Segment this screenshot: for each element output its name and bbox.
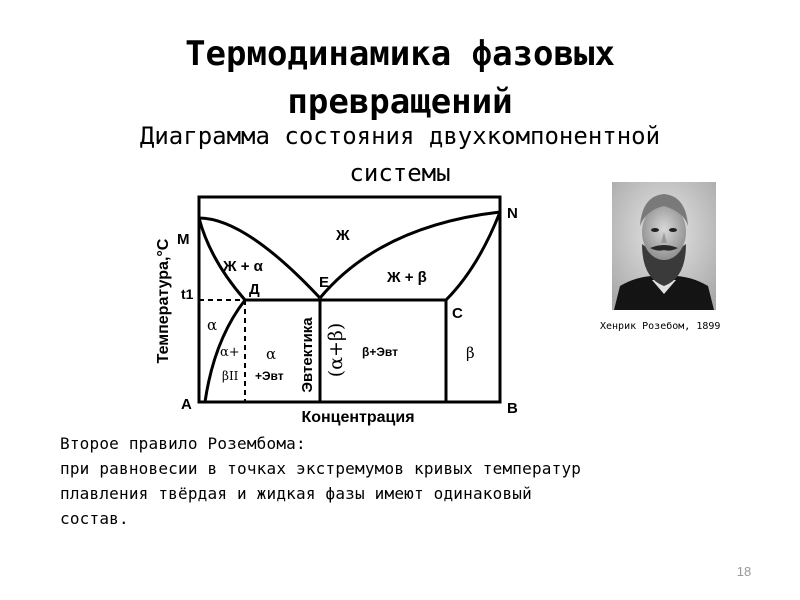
solidus-curve-right	[444, 211, 502, 302]
point-n-label: N	[507, 205, 518, 222]
region-beta-evt: β+Эвт	[362, 345, 398, 359]
point-e-label: E	[319, 274, 329, 291]
solvus-curve	[203, 299, 247, 403]
phase-diagram: Температура,°С Концентрация Эвтектика (α…	[155, 195, 518, 426]
slide-title-line-1: Термодинамика фазовых	[185, 34, 615, 74]
t1-label: t1	[181, 286, 194, 302]
eutectic-label: Эвтектика	[299, 317, 316, 393]
slide-subtitle-line-2: системы	[349, 159, 451, 187]
rule-text-line-3: состав.	[60, 509, 129, 528]
solidus-curve-left	[197, 217, 247, 301]
point-b-label: B	[507, 400, 518, 417]
alpha-beta-label: (α+β)	[325, 323, 347, 378]
portrait-caption: Хенрик Розебом, 1899	[600, 321, 721, 332]
region-beta: β	[466, 344, 475, 362]
slide-number: 18	[736, 564, 752, 579]
region-beta-ii: βII	[222, 369, 239, 383]
liquidus-curve-left	[198, 216, 322, 300]
region-alpha-plus: α+	[220, 345, 240, 360]
region-alpha-evt: +Эвт	[255, 369, 284, 383]
point-m-label: M	[177, 231, 190, 248]
slide-subtitle-line-1: Диаграмма состояния двухкомпонентной	[139, 122, 661, 150]
region-alpha: α	[207, 316, 217, 334]
portrait-image	[612, 182, 716, 310]
region-liquid: Ж	[335, 227, 350, 244]
point-a-label: A	[181, 396, 192, 413]
x-axis-label: Концентрация	[301, 409, 414, 426]
point-c-label: C	[452, 305, 463, 322]
slide-title-line-2: превращений	[287, 82, 513, 122]
region-liquid-beta: Ж + β	[386, 269, 427, 286]
region-liquid-alpha: Ж + α	[222, 258, 264, 275]
rule-text-line-1: при равновесии в точках экстремумов крив…	[60, 459, 582, 478]
region-alpha-evt-symbol: α	[266, 345, 276, 363]
liquidus-curve-right	[318, 210, 501, 299]
point-d-label: Д	[249, 281, 260, 298]
y-axis-label: Температура,°С	[155, 238, 172, 363]
rule-heading: Второе правило Розембома:	[60, 434, 306, 453]
rule-text-line-2: плавления твёрдая и жидкая фазы имеют од…	[60, 484, 532, 503]
